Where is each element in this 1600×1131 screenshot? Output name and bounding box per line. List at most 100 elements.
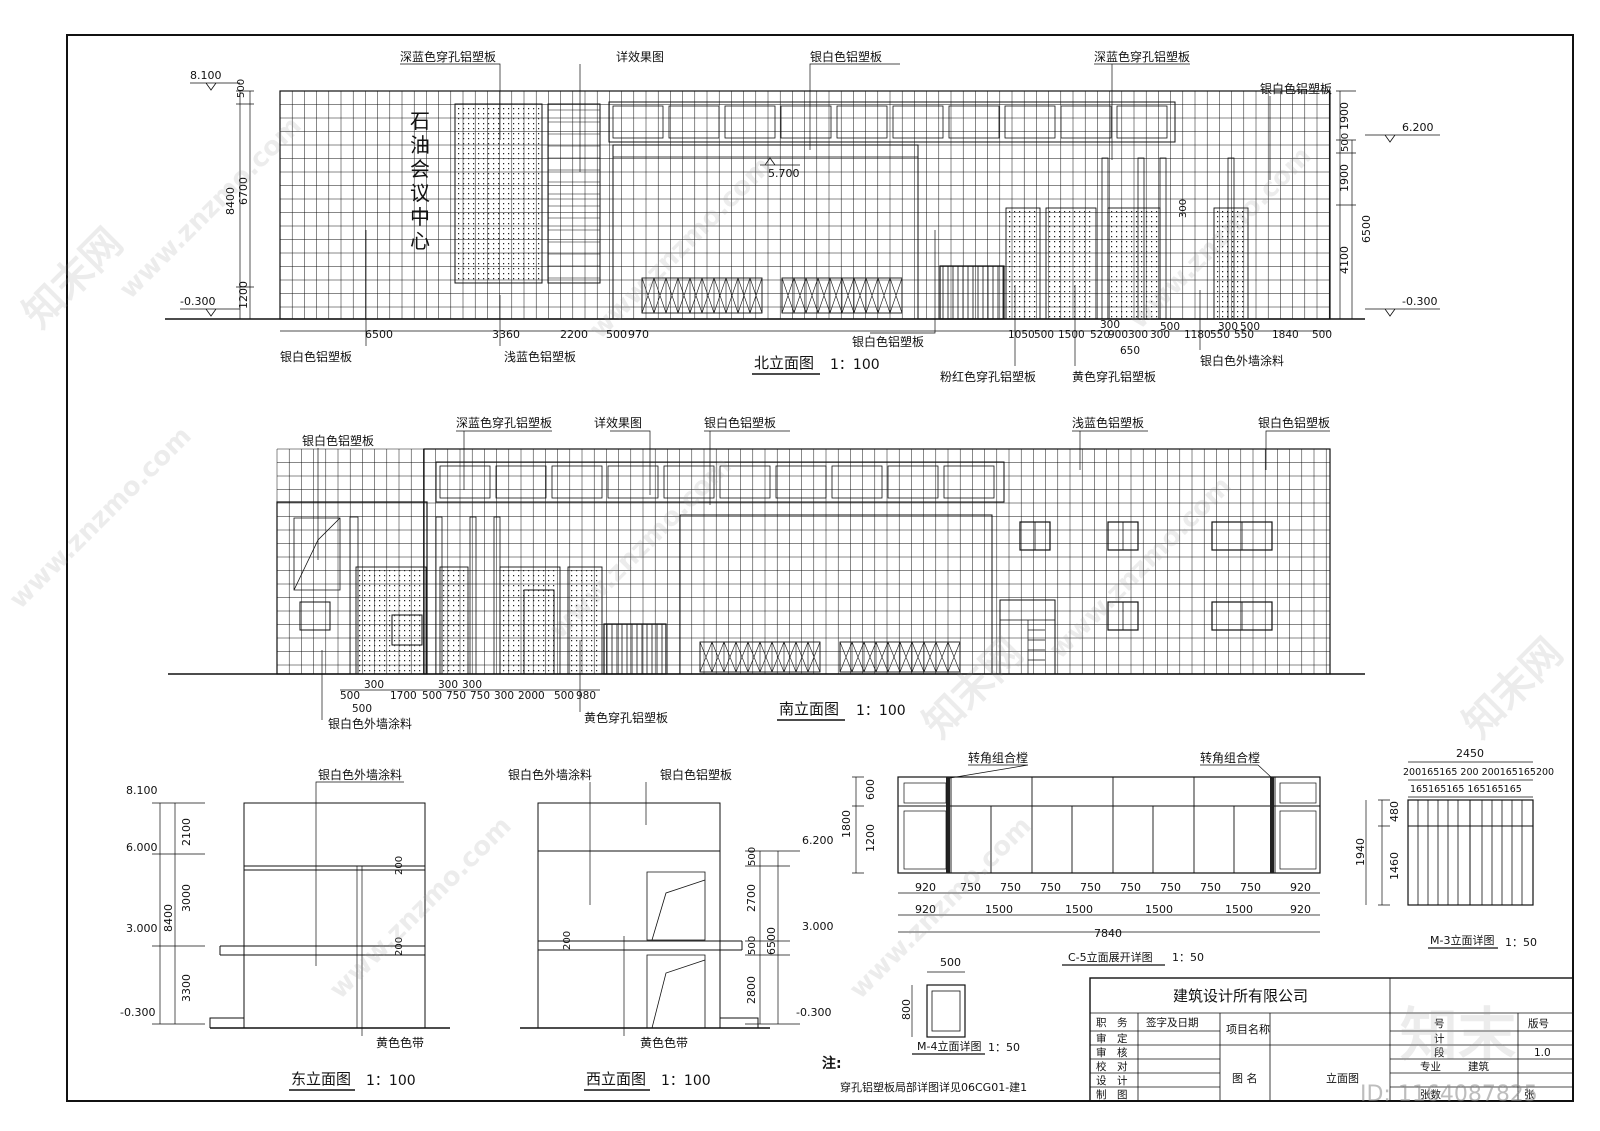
- watermark-brand: 知末网: [915, 630, 1032, 747]
- column: [469, 516, 477, 675]
- column: [1101, 157, 1109, 320]
- pane: [903, 810, 947, 870]
- vertical-char-1: 石: [410, 109, 430, 133]
- panel-cell: [943, 465, 995, 499]
- panel-cell: [551, 465, 603, 499]
- west-dim-lines: [745, 850, 800, 1025]
- south-left-wing: [276, 501, 428, 675]
- c5-left-dims: [852, 776, 864, 874]
- label: 深蓝色穿孔铝塑板: [400, 49, 496, 64]
- north-tile-grid: [279, 90, 1330, 319]
- dim-label: 1800: [840, 810, 853, 838]
- label: 详效果图: [594, 415, 642, 430]
- column: [435, 516, 443, 675]
- dim-label: 300: [1150, 329, 1170, 341]
- dim-label: 920: [1290, 903, 1311, 916]
- dim-label: 1500: [1145, 903, 1173, 916]
- dim-label: 970: [628, 328, 649, 341]
- watermark-site: www.znzmo.com: [544, 451, 738, 645]
- pane: [1279, 810, 1317, 870]
- m3-scale: 1：50: [1505, 936, 1537, 949]
- dim-label: 500: [747, 936, 758, 955]
- south-title: 南立面图: [779, 700, 839, 718]
- note-head: 注:: [822, 1055, 842, 1072]
- north-title: 北立面图: [754, 354, 814, 372]
- panel-cell: [1116, 105, 1168, 139]
- dim-label: 650: [1120, 345, 1140, 357]
- west-scale: 1：100: [661, 1073, 711, 1089]
- dim-label: 2100: [180, 818, 193, 846]
- tb-row: 审 核: [1096, 1046, 1128, 1059]
- south-perforated: [299, 516, 603, 675]
- tb-cell: 张: [1524, 1089, 1535, 1101]
- perforated-block: [567, 566, 603, 675]
- tb-grid: [1090, 978, 1573, 1101]
- tile-lines: [276, 448, 1330, 674]
- watermark-site: www.znzmo.com: [114, 111, 308, 305]
- dim-label: 1050: [1008, 329, 1035, 341]
- bar-lines: [942, 266, 1004, 319]
- tb-cell: 计: [1434, 1032, 1445, 1045]
- dim-label: 1180: [1184, 329, 1211, 341]
- panel-cell: [775, 465, 827, 499]
- dim-label: 550: [1234, 329, 1254, 341]
- panel-cell: [780, 105, 832, 139]
- m4-outline: [926, 984, 966, 1038]
- panel-cell: [668, 105, 720, 139]
- dim-label: 6500: [365, 328, 393, 341]
- dim-label: 200165165 200 200165165200: [1403, 767, 1554, 778]
- label: 转角组合樘: [968, 750, 1028, 765]
- c5-scale: 1：50: [1172, 951, 1204, 964]
- tb-cell: 张数: [1420, 1088, 1442, 1101]
- dim-label: 920: [915, 903, 936, 916]
- dim-label: 500: [1312, 329, 1332, 341]
- dim-label: 500: [1240, 321, 1260, 333]
- dim-label: 3300: [180, 974, 193, 1002]
- leader-lines: [315, 781, 404, 1036]
- dim-label: 500: [1034, 329, 1054, 341]
- label: 黄色穿孔铝塑板: [1072, 369, 1156, 384]
- label: 银白色铝塑板: [1260, 81, 1332, 96]
- dim-label: 500: [352, 703, 372, 715]
- dim-label: 480: [1388, 801, 1401, 822]
- m4-inner: [931, 990, 961, 1032]
- dim-label: 200: [394, 937, 405, 956]
- dim-label: 750: [1160, 881, 1181, 894]
- dim-label: 2000: [518, 690, 545, 702]
- leader-lines: [589, 782, 647, 1036]
- dim-label: 300: [438, 679, 458, 691]
- dim-label: 750: [960, 881, 981, 894]
- label: 黄色色带: [376, 1036, 424, 1050]
- dim-label: 750: [1080, 881, 1101, 894]
- stair-box: [999, 599, 1056, 675]
- watermark-site: www.znzmo.com: [324, 811, 518, 1005]
- panel-cell: [831, 465, 883, 499]
- mullion-lines: [950, 777, 1276, 873]
- north-left-dim-lines: [236, 90, 254, 320]
- panel-cell: [892, 105, 944, 139]
- dim-label: 500: [236, 79, 247, 98]
- dim-label: 500: [747, 847, 758, 866]
- north-perforated-panel: [454, 103, 543, 284]
- north-scale: 1：100: [830, 357, 880, 373]
- dim-label: 6500: [1360, 215, 1373, 243]
- east-dim-lines: [152, 802, 205, 1025]
- north-level-marks: 8.100 -0.300 6.200 -0.300 5.700: [180, 69, 1440, 317]
- dim-label: 1500: [1058, 329, 1085, 341]
- dim-label: 2800: [745, 976, 758, 1004]
- level: 3.000: [802, 920, 834, 933]
- level-symbol: [180, 308, 240, 317]
- dim-label: 165165165 165165165: [1410, 784, 1522, 795]
- north-panel-cells: [612, 105, 1168, 139]
- label: 深蓝色穿孔铝塑板: [456, 415, 552, 430]
- dot-field: [443, 570, 465, 672]
- dim-label: 1840: [1272, 329, 1299, 341]
- label: 银白色铝塑板: [660, 767, 732, 782]
- dim-label: 6700: [237, 177, 250, 205]
- vertical-char-6: 心: [410, 229, 430, 253]
- tb-row: 职 务: [1096, 1016, 1128, 1029]
- label: 黄色穿孔铝塑板: [584, 710, 668, 725]
- level: 6.200: [802, 834, 834, 847]
- panel-cell: [724, 105, 776, 139]
